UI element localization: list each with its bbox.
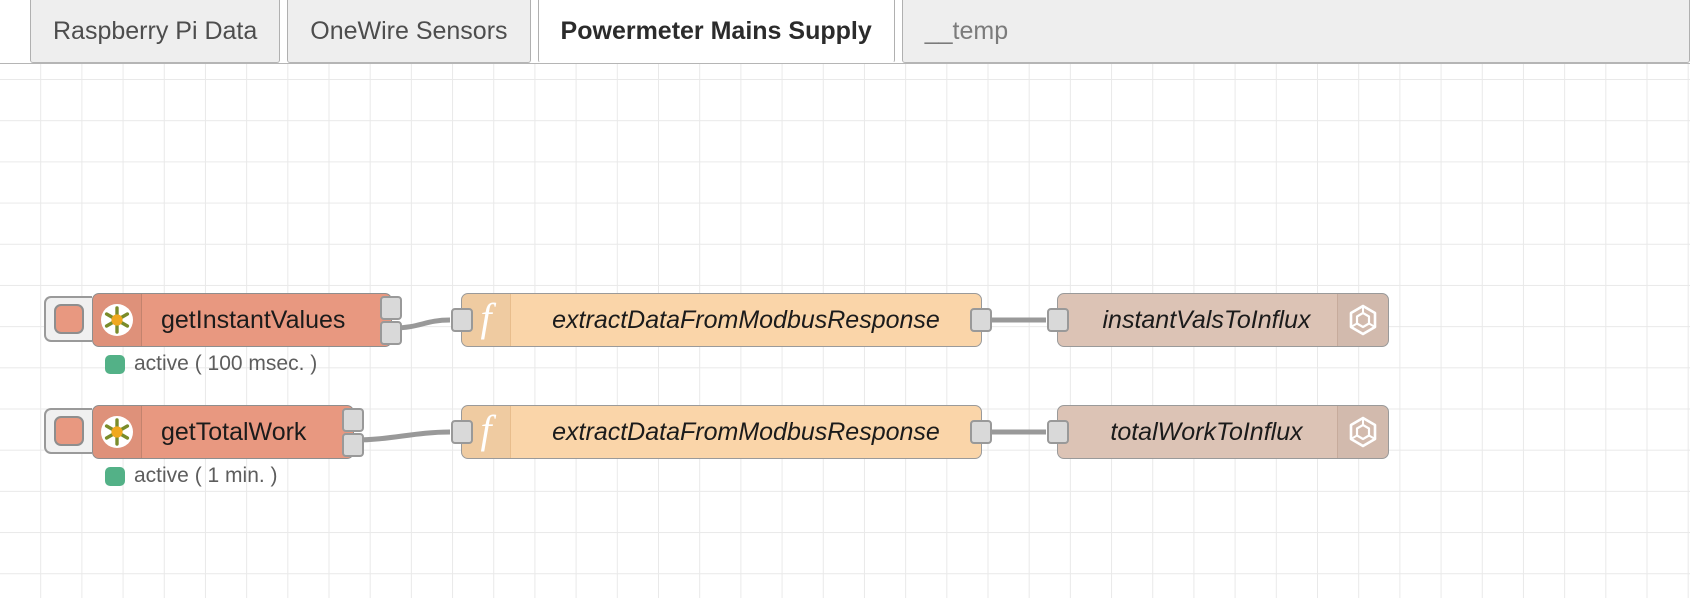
node-label: totalWorkToInflux (1110, 417, 1303, 446)
flow-canvas[interactable]: getInstantValues active ( 100 msec. ) f … (0, 64, 1690, 598)
node-status-row1: active ( 100 msec. ) (105, 352, 317, 376)
inject-button-inner (54, 416, 84, 446)
status-text: active ( 100 msec. ) (134, 352, 318, 375)
modbus-flower-icon (93, 406, 142, 458)
input-port[interactable] (451, 420, 473, 444)
tab-raspberry-pi-data[interactable]: Raspberry Pi Data (30, 0, 281, 63)
node-instant-vals-to-influx[interactable]: instantValsToInflux (1047, 293, 1389, 347)
inject-button-inner (54, 304, 84, 334)
output-port-2[interactable] (380, 321, 402, 345)
tab-label: Raspberry Pi Data (53, 16, 258, 45)
node-extract-data-from-modbus-response-1[interactable]: f extractDataFromModbusResponse (451, 293, 992, 347)
node-get-instant-values[interactable]: getInstantValues (92, 293, 402, 347)
node-label: getInstantValues (161, 305, 346, 334)
output-port[interactable] (970, 308, 992, 332)
output-port-2[interactable] (342, 433, 364, 457)
tab-label: __temp (924, 16, 1009, 45)
influxdb-icon (1337, 294, 1388, 346)
output-port-1[interactable] (342, 408, 364, 432)
input-port[interactable] (1047, 420, 1069, 444)
tab-temp[interactable]: __temp (901, 0, 1690, 63)
tab-powermeter-mains-supply[interactable]: Powermeter Mains Supply (537, 0, 895, 63)
inject-button-row2[interactable] (44, 408, 92, 454)
node-extract-data-from-modbus-response-2[interactable]: f extractDataFromModbusResponse (451, 405, 992, 459)
input-port[interactable] (451, 308, 473, 332)
node-status-row2: active ( 1 min. ) (105, 464, 278, 488)
node-label: getTotalWork (161, 417, 307, 446)
inject-button-row1[interactable] (44, 296, 92, 342)
modbus-flower-icon (93, 294, 142, 346)
node-get-total-work[interactable]: getTotalWork (92, 405, 364, 459)
output-port-1[interactable] (380, 296, 402, 320)
node-label: extractDataFromModbusResponse (552, 305, 940, 334)
status-dot-icon (105, 466, 125, 486)
influxdb-icon (1337, 406, 1388, 458)
input-port[interactable] (1047, 308, 1069, 332)
flow-tab-bar: Raspberry Pi Data OneWire Sensors Powerm… (0, 0, 1690, 64)
status-text: active ( 1 min. ) (134, 464, 278, 487)
node-total-work-to-influx[interactable]: totalWorkToInflux (1047, 405, 1389, 459)
status-dot-icon (105, 354, 125, 374)
wire-trigger2-to-function2 (354, 429, 451, 443)
tab-onewire-sensors[interactable]: OneWire Sensors (287, 0, 531, 63)
output-port[interactable] (970, 420, 992, 444)
tab-label: OneWire Sensors (310, 16, 508, 45)
tab-label: Powermeter Mains Supply (560, 16, 872, 45)
node-label: extractDataFromModbusResponse (552, 417, 940, 446)
node-label: instantValsToInflux (1102, 305, 1311, 334)
